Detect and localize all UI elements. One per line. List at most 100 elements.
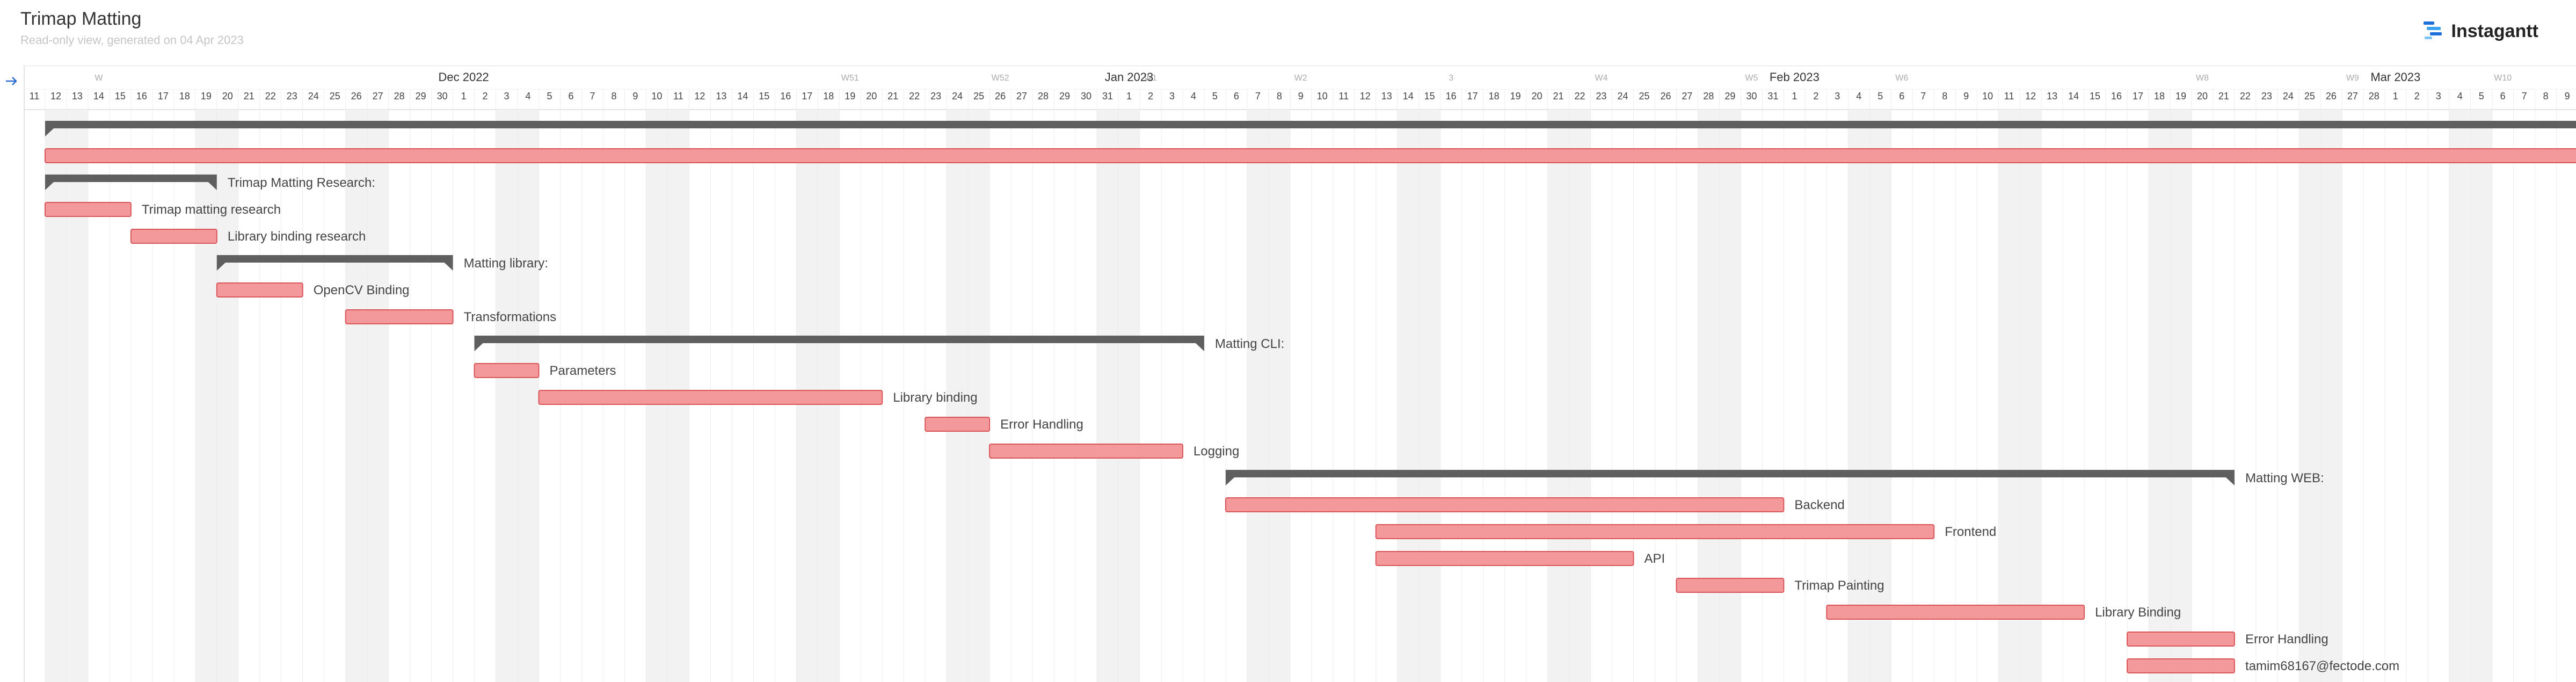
weekend-column	[2149, 110, 2170, 682]
day-label: 14	[93, 91, 104, 101]
day-label: 30	[1081, 91, 1091, 101]
day-label: 11	[2004, 91, 2014, 101]
day-label: 13	[2047, 91, 2057, 101]
day-label: 25	[330, 91, 340, 101]
month-label: Mar 2023	[2370, 70, 2420, 84]
weekend-column	[2470, 110, 2492, 682]
day-label: 17	[158, 91, 169, 101]
task-bar	[345, 309, 454, 324]
day-label: 20	[866, 91, 877, 101]
task-label: Trimap Matting Research:	[228, 176, 375, 190]
task-label: Trimap matting research	[142, 202, 281, 217]
day-label: 3	[1835, 91, 1840, 101]
day-label: 2	[1813, 91, 1818, 101]
day-label: 3	[1169, 91, 1175, 101]
weekend-column	[2170, 110, 2192, 682]
day-label: 8	[1277, 91, 1282, 101]
day-label: 17	[1467, 91, 1478, 101]
day-label: 31	[1767, 91, 1778, 101]
day-label: 27	[373, 91, 383, 101]
day-label: 11	[1338, 91, 1349, 101]
day-label: 8	[611, 91, 616, 101]
weekend-column	[1547, 110, 1569, 682]
day-label: 11	[30, 91, 40, 101]
project-title: Trimap Matting	[20, 9, 142, 29]
weekend-column	[947, 110, 969, 682]
task-label: Frontend	[1945, 525, 1996, 539]
group-bar-right-cap	[1195, 343, 1204, 351]
brand-logo[interactable]: Instagantt	[2422, 19, 2538, 43]
day-label: 14	[2068, 91, 2079, 101]
day-label: 12	[2025, 91, 2036, 101]
day-label: 18	[179, 91, 190, 101]
task-bar	[1225, 497, 1785, 512]
day-label: 10	[1317, 91, 1328, 101]
weekend-column	[2298, 110, 2320, 682]
day-label: 20	[222, 91, 233, 101]
weekend-column	[195, 110, 217, 682]
day-label: 7	[590, 91, 595, 101]
task-bar	[474, 363, 540, 378]
weekend-column	[66, 110, 88, 682]
day-label: 5	[547, 91, 552, 101]
day-label: 12	[1360, 91, 1371, 101]
day-label: 21	[1553, 91, 1564, 101]
day-label: 4	[1856, 91, 1861, 101]
day-label: 13	[1381, 91, 1392, 101]
task-label: Library binding	[893, 390, 977, 405]
day-label: 24	[952, 91, 963, 101]
week-label: W51	[841, 74, 859, 83]
weekend-column	[517, 110, 539, 682]
day-label: 28	[1703, 91, 1714, 101]
day-label: 11	[673, 91, 683, 101]
day-label: 16	[2111, 91, 2122, 101]
weekend-column	[2020, 110, 2042, 682]
day-label: 6	[1899, 91, 1904, 101]
day-label: 9	[2565, 91, 2570, 101]
task-label: Matting CLI:	[1215, 337, 1284, 351]
day-label: 26	[2326, 91, 2337, 101]
day-label: 8	[2543, 91, 2549, 101]
day-label: 19	[201, 91, 212, 101]
day-label: 27	[1682, 91, 1692, 101]
day-label: 23	[287, 91, 297, 101]
day-label: 15	[759, 91, 769, 101]
day-label: 27	[1016, 91, 1027, 101]
project-subtitle: Read-only view, generated on 04 Apr 2023	[20, 33, 244, 47]
group-bar-right-cap	[208, 182, 217, 190]
task-bar	[44, 202, 132, 217]
week-label: W	[94, 74, 103, 83]
week-label: W8	[2196, 74, 2209, 83]
day-label: 22	[2240, 91, 2251, 101]
group-bar-left-cap	[474, 343, 483, 351]
day-label: 24	[308, 91, 319, 101]
weekend-column	[1118, 110, 1140, 682]
week-label: W9	[2346, 74, 2359, 83]
task-bar	[925, 417, 991, 432]
day-label: 2	[2414, 91, 2420, 101]
task-bar	[1375, 524, 1935, 539]
day-label: 5	[2479, 91, 2484, 101]
task-label: Trimap Painting	[1794, 578, 1884, 593]
group-bar	[45, 121, 2576, 128]
group-bar-left-cap	[45, 128, 54, 136]
header: Trimap Matting Read-only view, generated…	[0, 0, 2576, 66]
day-label: 23	[2261, 91, 2272, 101]
day-label: 12	[694, 91, 705, 101]
day-label: 24	[1617, 91, 1628, 101]
day-label: 28	[2369, 91, 2379, 101]
task-bar	[1826, 605, 2085, 620]
group-bar	[1225, 470, 2235, 477]
arrow-right-icon[interactable]	[3, 73, 19, 89]
day-label: 3	[504, 91, 510, 101]
day-label: 29	[416, 91, 426, 101]
day-label: 31	[1102, 91, 1113, 101]
day-label: 17	[2133, 91, 2143, 101]
brand-name: Instagantt	[2451, 21, 2538, 41]
task-label: Error Handling	[2245, 632, 2328, 647]
day-label: 28	[1038, 91, 1049, 101]
weekend-column	[1998, 110, 2020, 682]
day-label: 25	[973, 91, 984, 101]
day-label: 2	[1148, 91, 1153, 101]
